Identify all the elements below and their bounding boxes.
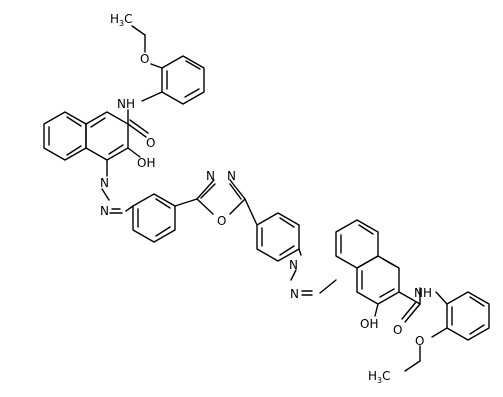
amide-nh-top: NH <box>117 97 135 111</box>
ethyl-label-bottom: H3C <box>368 369 391 385</box>
azo-nitrogen-bottom-2: N <box>290 287 299 301</box>
oxadiazole-nitrogen-2: N <box>227 169 236 183</box>
carbonyl-o-double-top <box>127 123 147 138</box>
left-phenylene-ring <box>132 193 176 243</box>
ether-oxygen-top: O <box>140 52 149 66</box>
oxadiazole-oxygen: O <box>217 214 226 228</box>
azo-single-bottom <box>290 269 297 281</box>
amide-nh-bottom: NH <box>414 286 432 300</box>
azo-nitrogen-top-1: N <box>100 176 109 190</box>
phenyl-azo-bond-bottom <box>298 248 302 256</box>
hydroxyl-top: OH <box>137 156 155 170</box>
oxadiazole-nitrogen-1: N <box>206 169 215 183</box>
naph-oh-bond-bottom <box>374 303 379 317</box>
c-oh-bond-top <box>127 147 141 158</box>
ring-nh-bond-top <box>141 91 163 102</box>
ethyl-label-top: H3C <box>110 12 133 28</box>
bottom-ethoxyphenyl-ring <box>446 291 490 341</box>
bottom-naphthalene <box>335 219 400 305</box>
azo-nitrogen-top-2: N <box>100 204 109 218</box>
oxadiazole-ring <box>196 179 246 215</box>
ethyl-ch2-bond-top <box>131 25 146 36</box>
carbonyl-oxygen-bottom: O <box>393 323 402 337</box>
ring-ether-bond-bottom <box>431 327 448 338</box>
ether-oxygen-bottom: O <box>415 334 424 348</box>
hydroxyl-bottom: OH <box>360 317 378 331</box>
carbonyl-o-double-top-2 <box>129 119 149 134</box>
azo-single-1-top <box>101 188 110 201</box>
ether-ring-bond-top <box>150 63 163 69</box>
phenyl-oxadiazole-bond-left <box>174 198 198 207</box>
top-naphthalene <box>43 111 129 161</box>
azo-nitrogen-bottom-1: N <box>289 258 298 272</box>
carbonyl-o-double-bottom <box>404 303 421 323</box>
top-ethoxyphenyl-ring <box>161 55 205 105</box>
carbonyl-oxygen-top: O <box>146 136 155 150</box>
azo-naph-bond-bottom <box>319 279 337 294</box>
carbonyl-o-double-bottom-2 <box>401 301 417 320</box>
nh-ring-bond-bottom <box>435 291 448 305</box>
right-phenylene-ring <box>256 212 300 262</box>
azo-phenyl-bond-top <box>125 205 134 212</box>
ch2-ch3-bond-bottom <box>404 360 421 372</box>
oxadiazole-phenyl-bond-right <box>244 198 258 226</box>
